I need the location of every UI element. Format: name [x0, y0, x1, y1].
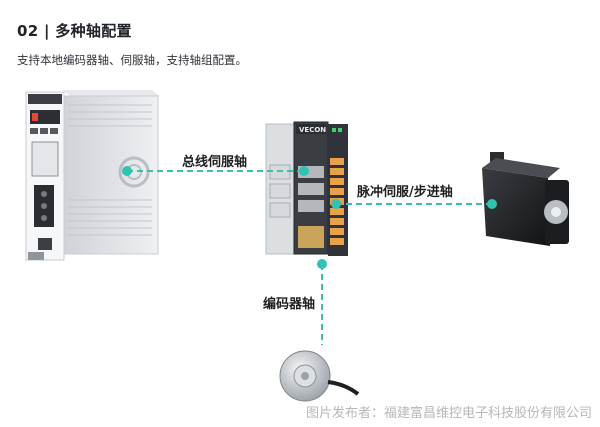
image-credit: 图片发布者：福建富昌维控电子科技股份有限公司: [305, 406, 592, 421]
pulse-servo-stepper-axis-label: 脉冲伺服/步进轴: [357, 185, 453, 200]
section-title: 02 | 多种轴配置: [17, 22, 132, 40]
encoder-connection-line: [317, 259, 327, 345]
section-subtitle: 支持本地编码器轴、伺服轴，支持轴组配置。: [17, 53, 247, 67]
servo-drive-image: [25, 90, 160, 261]
bus-servo-axis-label: 总线伺服轴: [182, 155, 248, 170]
bus-connection-line: [122, 166, 309, 176]
encoder-axis-label: 编码器轴: [263, 297, 316, 312]
controller-brand: VECON: [299, 126, 326, 134]
encoder-image: [279, 350, 360, 402]
motion-controller-image: VECON: [265, 121, 348, 256]
servo-motor-image: [482, 152, 569, 246]
pulse-connection-line: [331, 199, 497, 209]
